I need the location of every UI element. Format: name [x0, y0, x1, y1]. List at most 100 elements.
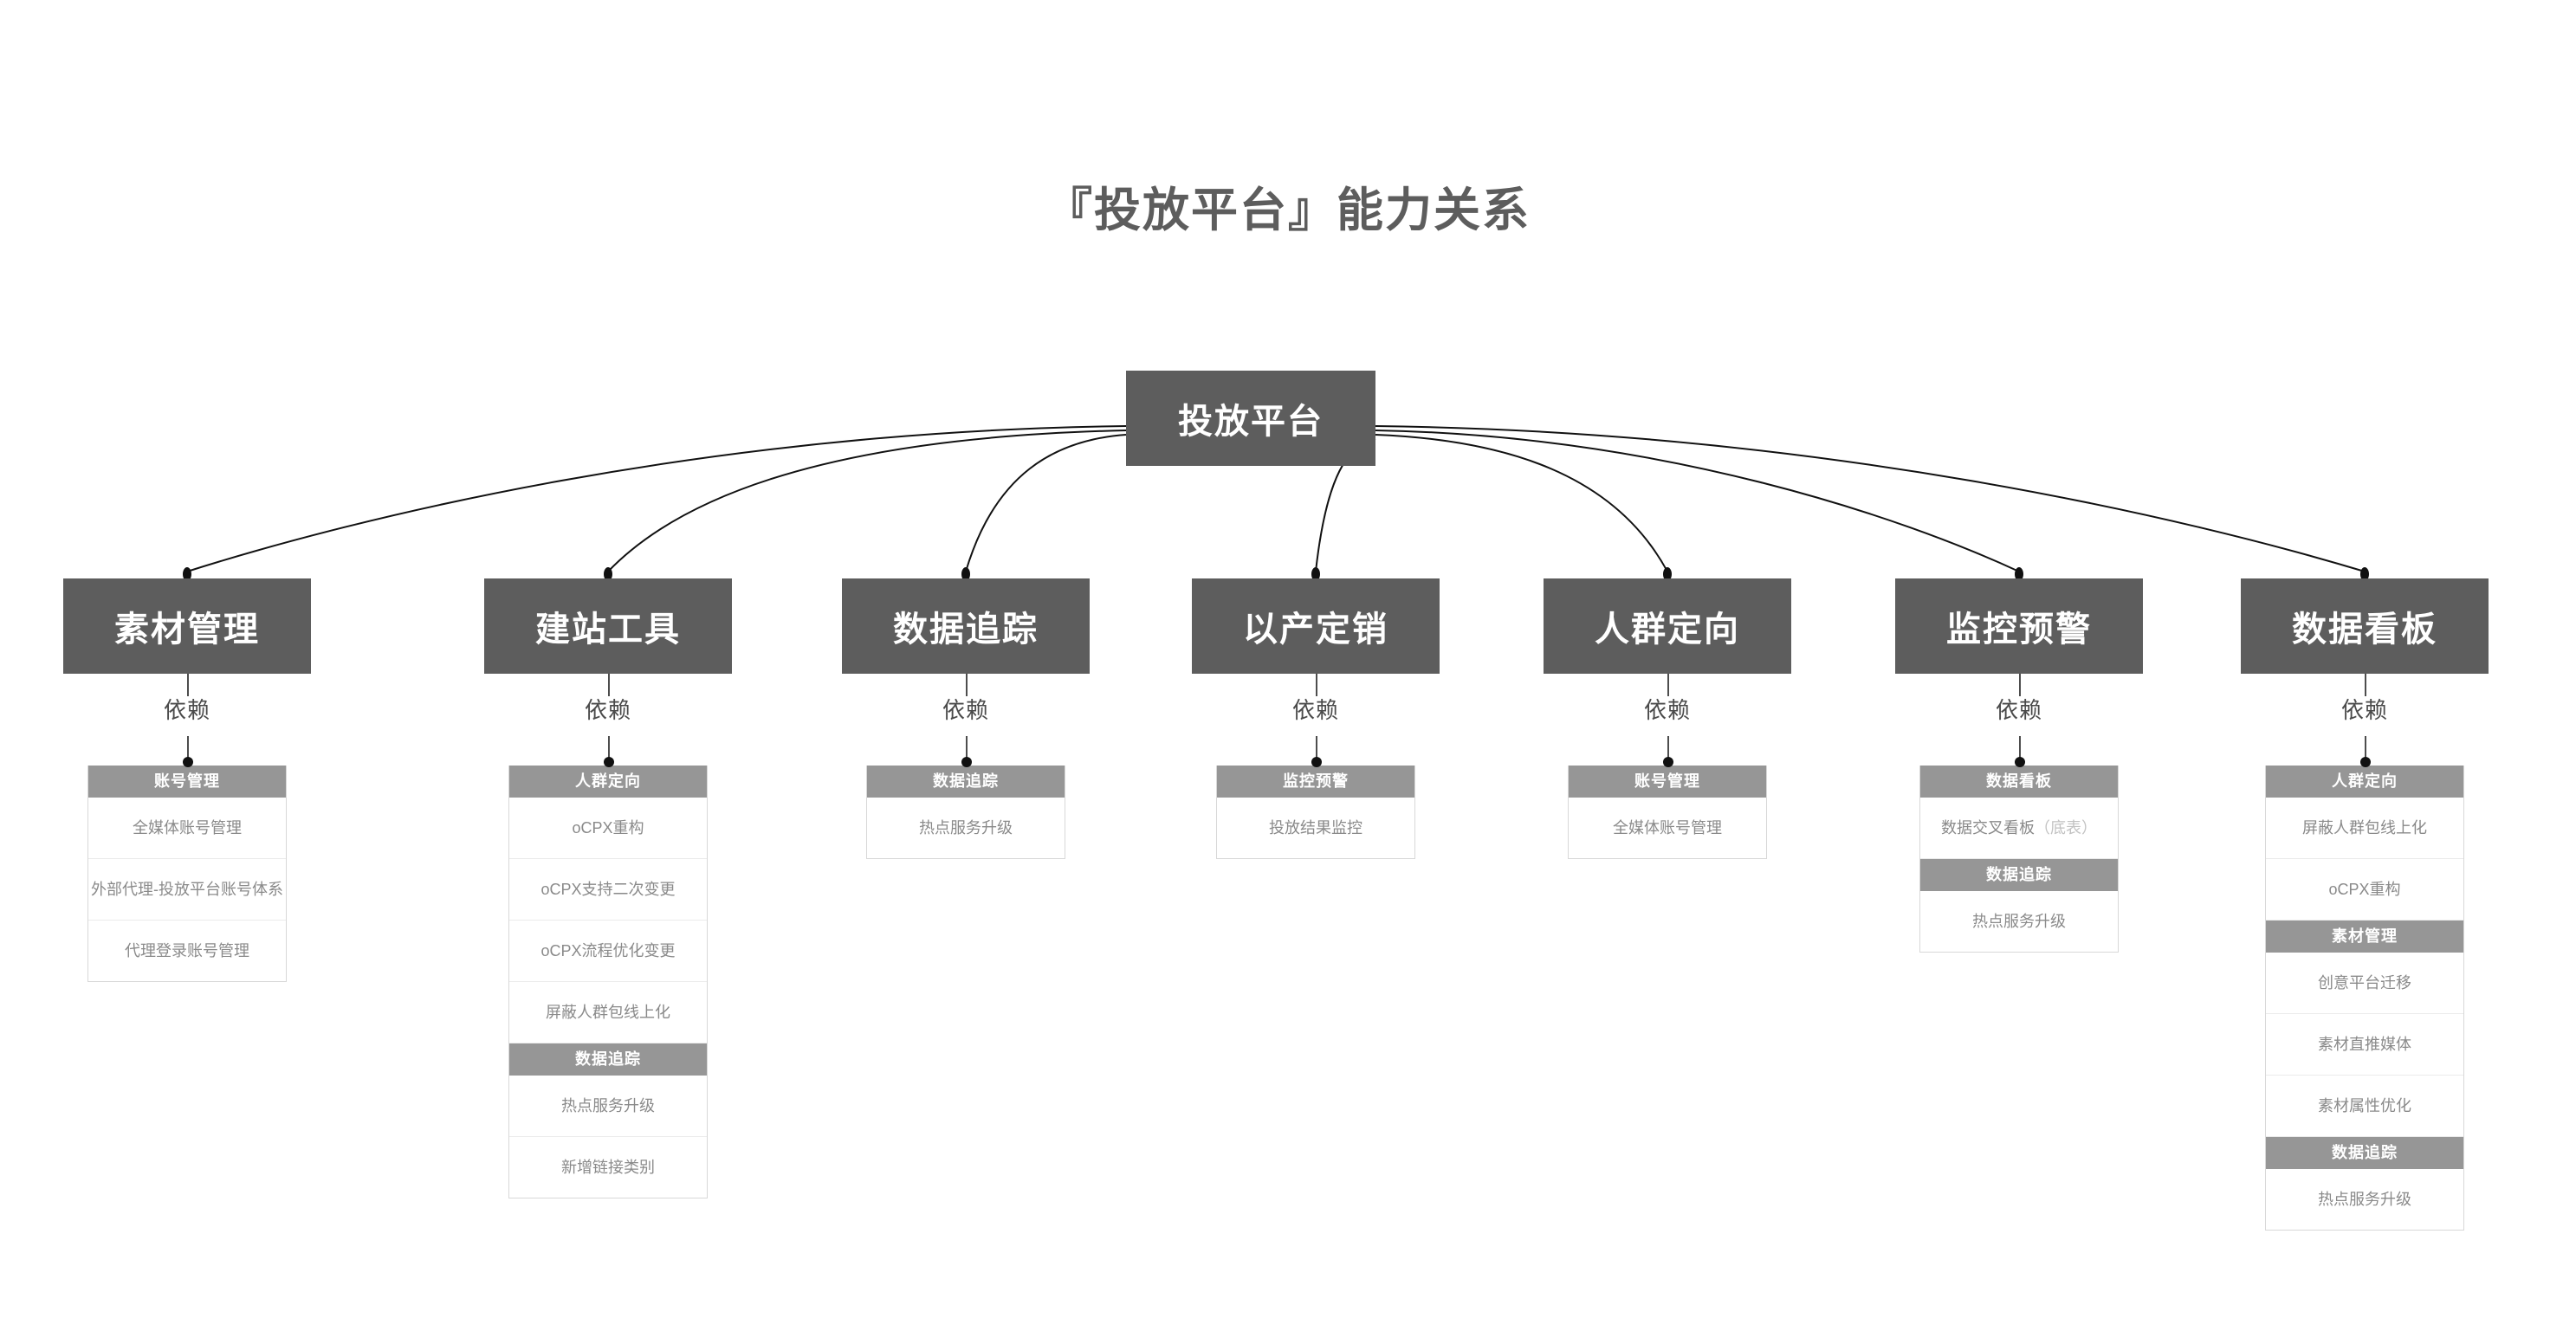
- connector-line-bottom: [2019, 736, 2021, 760]
- connector-line-top: [1667, 674, 1669, 696]
- dependency-item[interactable]: 代理登录账号管理: [125, 942, 249, 959]
- branch-node-label: 数据追踪: [893, 611, 1039, 649]
- branch-column: 人群定向依赖账号管理全媒体账号管理: [1544, 578, 1791, 859]
- branch-node[interactable]: 以产定销: [1192, 578, 1440, 674]
- branch-column: 数据追踪依赖数据追踪热点服务升级: [842, 578, 1090, 859]
- dependency-item[interactable]: 数据交叉看板（底表）: [1920, 798, 2118, 859]
- connector-dot: [1311, 757, 1322, 767]
- branch-node-label: 建站工具: [535, 611, 681, 649]
- dependency-item[interactable]: 屏蔽人群包线上化: [2266, 798, 2463, 859]
- dependency-item[interactable]: 创意平台迁移: [2266, 953, 2463, 1014]
- branch-node-label: 监控预警: [1946, 611, 2092, 649]
- dependency-group-header: 数据追踪: [2266, 1137, 2463, 1169]
- edge-root-to-branch: [1375, 430, 2020, 572]
- dependency-table: 账号管理全媒体账号管理: [1568, 766, 1767, 859]
- branch-node-label: 数据看板: [2292, 611, 2437, 649]
- dependency-item[interactable]: 全媒体账号管理: [1613, 819, 1722, 837]
- branch-node[interactable]: 素材管理: [63, 578, 311, 674]
- dependency-item[interactable]: oCPX重构: [509, 798, 707, 859]
- dependency-group-header: 人群定向: [509, 766, 707, 798]
- connector-line-bottom: [1667, 736, 1669, 760]
- connector-line-top: [2019, 674, 2021, 696]
- edge-root-to-branch: [1375, 434, 1668, 572]
- branch-node-label: 素材管理: [114, 611, 260, 649]
- connector-line-top: [1316, 674, 1317, 696]
- branch-node[interactable]: 人群定向: [1544, 578, 1791, 674]
- dependency-label: 依赖: [942, 697, 989, 723]
- dependency-item[interactable]: 外部代理-投放平台账号体系: [88, 859, 286, 921]
- dependency-table: 监控预警投放结果监控: [1216, 766, 1415, 859]
- connector-dot: [961, 757, 972, 767]
- dependency-item[interactable]: 热点服务升级: [919, 819, 1013, 837]
- dependency-group-header: 监控预警: [1217, 766, 1414, 798]
- dependency-connector: 依赖: [63, 674, 311, 767]
- dependency-connector: 依赖: [484, 674, 732, 767]
- dependency-item[interactable]: 屏蔽人群包线上化: [509, 982, 707, 1043]
- branch-node[interactable]: 数据看板: [2241, 578, 2489, 674]
- connector-line-top: [187, 674, 189, 696]
- dependency-group-header: 账号管理: [1569, 766, 1766, 798]
- edge-root-to-branch: [607, 430, 1127, 572]
- connector-line-bottom: [608, 736, 610, 760]
- dependency-item[interactable]: 热点服务升级: [509, 1076, 707, 1137]
- branch-column: 以产定销依赖监控预警投放结果监控: [1192, 578, 1440, 859]
- dependency-item[interactable]: 热点服务升级: [1972, 913, 2066, 930]
- dependency-item[interactable]: oCPX流程优化变更: [509, 921, 707, 982]
- dependency-table: 账号管理全媒体账号管理外部代理-投放平台账号体系代理登录账号管理: [87, 766, 287, 982]
- dependency-group-header: 数据追踪: [867, 766, 1065, 798]
- dependency-connector: 依赖: [1895, 674, 2143, 767]
- dependency-item[interactable]: 新增链接类别: [561, 1159, 655, 1176]
- page-title: 『投放平台』能力关系: [1045, 184, 1531, 236]
- root-node[interactable]: 投放平台: [1126, 371, 1375, 466]
- dependency-group-header: 素材管理: [2266, 921, 2463, 953]
- root-node-label: 投放平台: [1178, 403, 1324, 441]
- dependency-group-header: 人群定向: [2266, 766, 2463, 798]
- branch-node-label: 以产定销: [1243, 611, 1388, 649]
- dependency-group-header: 数据看板: [1920, 766, 2118, 798]
- branch-node[interactable]: 建站工具: [484, 578, 732, 674]
- dependency-connector: 依赖: [842, 674, 1090, 767]
- connector-line-top: [2365, 674, 2366, 696]
- connector-line-top: [966, 674, 968, 696]
- dependency-label: 依赖: [1995, 697, 2042, 723]
- connector-dot: [1663, 757, 1673, 767]
- edge-root-to-branch: [1375, 425, 2366, 572]
- connector-dot: [183, 757, 193, 767]
- dependency-item-note: （底表）: [2035, 819, 2097, 837]
- dependency-group-header: 账号管理: [88, 766, 286, 798]
- dependency-item[interactable]: 素材直推媒体: [2266, 1014, 2463, 1076]
- connector-dot: [2360, 757, 2371, 767]
- dependency-label: 依赖: [584, 697, 631, 723]
- edge-root-to-branch: [186, 425, 1127, 572]
- connector-line-top: [608, 674, 610, 696]
- connector-dot: [604, 757, 614, 767]
- branch-column: 素材管理依赖账号管理全媒体账号管理外部代理-投放平台账号体系代理登录账号管理: [63, 578, 311, 982]
- dependency-group-header: 数据追踪: [1920, 859, 2118, 891]
- branch-node-label: 人群定向: [1595, 611, 1740, 649]
- dependency-label: 依赖: [163, 697, 210, 723]
- dependency-item[interactable]: oCPX支持二次变更: [509, 859, 707, 921]
- connector-line-bottom: [187, 736, 189, 760]
- dependency-item[interactable]: oCPX重构: [2266, 859, 2463, 921]
- dependency-item[interactable]: 全媒体账号管理: [88, 798, 286, 859]
- dependency-item[interactable]: 投放结果监控: [1269, 819, 1362, 837]
- dependency-item[interactable]: 热点服务升级: [2318, 1191, 2411, 1208]
- dependency-item[interactable]: 素材属性优化: [2266, 1076, 2463, 1137]
- dependency-label: 依赖: [1291, 697, 1339, 723]
- connector-line-bottom: [1316, 736, 1317, 760]
- dependency-group-header: 数据追踪: [509, 1043, 707, 1076]
- dependency-table: 数据看板数据交叉看板（底表）数据追踪热点服务升级: [1919, 766, 2119, 953]
- dependency-label: 依赖: [1643, 697, 1691, 723]
- edge-root-to-branch: [965, 434, 1127, 572]
- dependency-connector: 依赖: [1192, 674, 1440, 767]
- connector-dot: [2015, 757, 2025, 767]
- dependency-connector: 依赖: [2241, 674, 2489, 767]
- dependency-table: 数据追踪热点服务升级: [866, 766, 1065, 859]
- branch-node[interactable]: 监控预警: [1895, 578, 2143, 674]
- connector-line-bottom: [966, 736, 968, 760]
- branch-node[interactable]: 数据追踪: [842, 578, 1090, 674]
- connector-line-bottom: [2365, 736, 2366, 760]
